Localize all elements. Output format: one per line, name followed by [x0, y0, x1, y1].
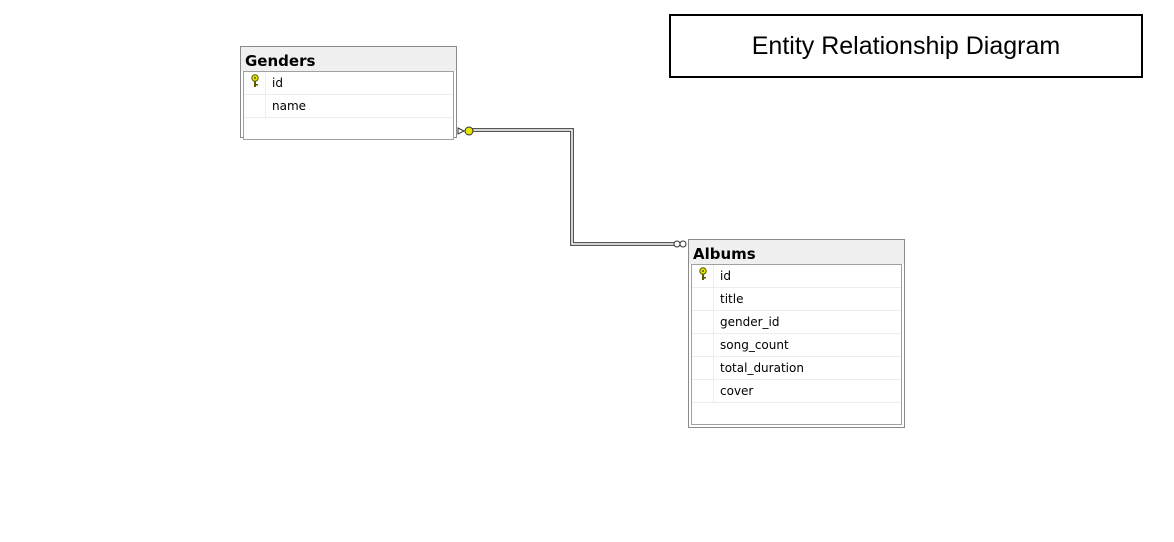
key-cell	[692, 380, 714, 402]
column-name: name	[272, 99, 307, 113]
relationship-line[interactable]	[470, 128, 674, 246]
column-name: id	[720, 269, 731, 283]
primary-key-icon	[698, 266, 708, 286]
column-row-title[interactable]: title	[692, 288, 901, 311]
column-row-id[interactable]: id	[244, 72, 453, 95]
empty-row	[244, 118, 453, 139]
table-genders[interactable]: Genders id name	[240, 46, 457, 140]
column-row-id[interactable]: id	[692, 265, 901, 288]
key-cell	[692, 288, 714, 310]
key-cell	[244, 72, 266, 94]
primary-key-icon	[250, 73, 260, 93]
column-name: id	[272, 76, 283, 90]
diagram-title: Entity Relationship Diagram	[669, 14, 1143, 78]
key-cell	[692, 311, 714, 333]
column-name: total_duration	[720, 361, 804, 375]
column-name: gender_id	[720, 315, 780, 329]
column-name: title	[720, 292, 744, 306]
column-row-gender-id[interactable]: gender_id	[692, 311, 901, 334]
table-header-albums[interactable]: Albums	[689, 240, 904, 264]
column-row-name[interactable]: name	[244, 95, 453, 118]
column-row-cover[interactable]: cover	[692, 380, 901, 403]
key-cell	[692, 334, 714, 356]
column-name: song_count	[720, 338, 789, 352]
table-header-genders[interactable]: Genders	[241, 47, 456, 71]
table-albums[interactable]: Albums id title gender_id	[688, 239, 905, 428]
key-cell	[244, 95, 266, 117]
infinity-icon	[673, 240, 687, 248]
table-body-genders: id name	[243, 71, 454, 140]
column-row-total-duration[interactable]: total_duration	[692, 357, 901, 380]
column-row-song-count[interactable]: song_count	[692, 334, 901, 357]
key-cell	[692, 357, 714, 379]
key-icon	[457, 126, 474, 136]
column-name: cover	[720, 384, 754, 398]
table-body-albums: id title gender_id song_count total_dura…	[691, 264, 902, 425]
empty-row	[692, 403, 901, 424]
key-cell	[692, 265, 714, 287]
